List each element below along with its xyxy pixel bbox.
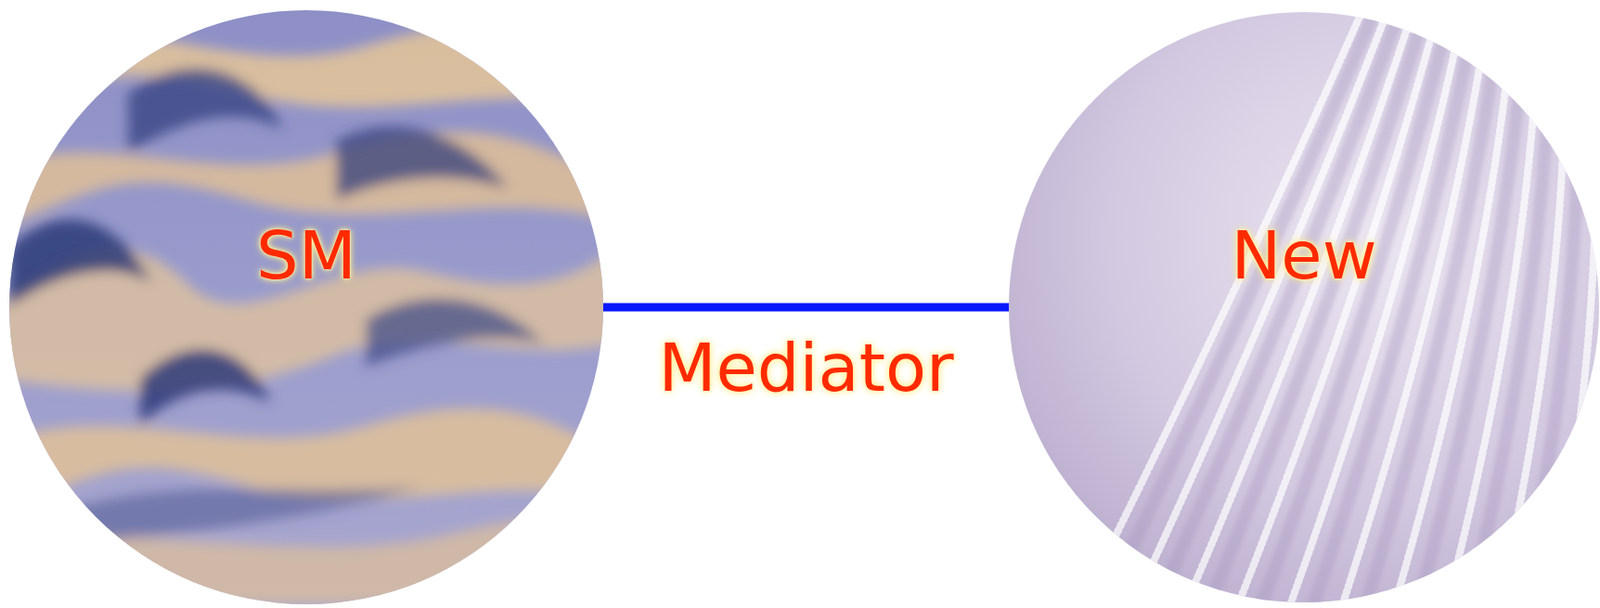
texture-art (9, 10, 604, 605)
circle-shape (1008, 12, 1600, 603)
circle-shape (9, 10, 604, 605)
sm-circle: SM (9, 10, 604, 605)
edge-label: Mediator (658, 327, 954, 408)
texture-art (1008, 12, 1600, 603)
new-circle: New (1008, 12, 1600, 603)
circle-label: SM (9, 215, 604, 296)
circle-label: New (1008, 215, 1600, 296)
mediator-line (603, 303, 1009, 312)
